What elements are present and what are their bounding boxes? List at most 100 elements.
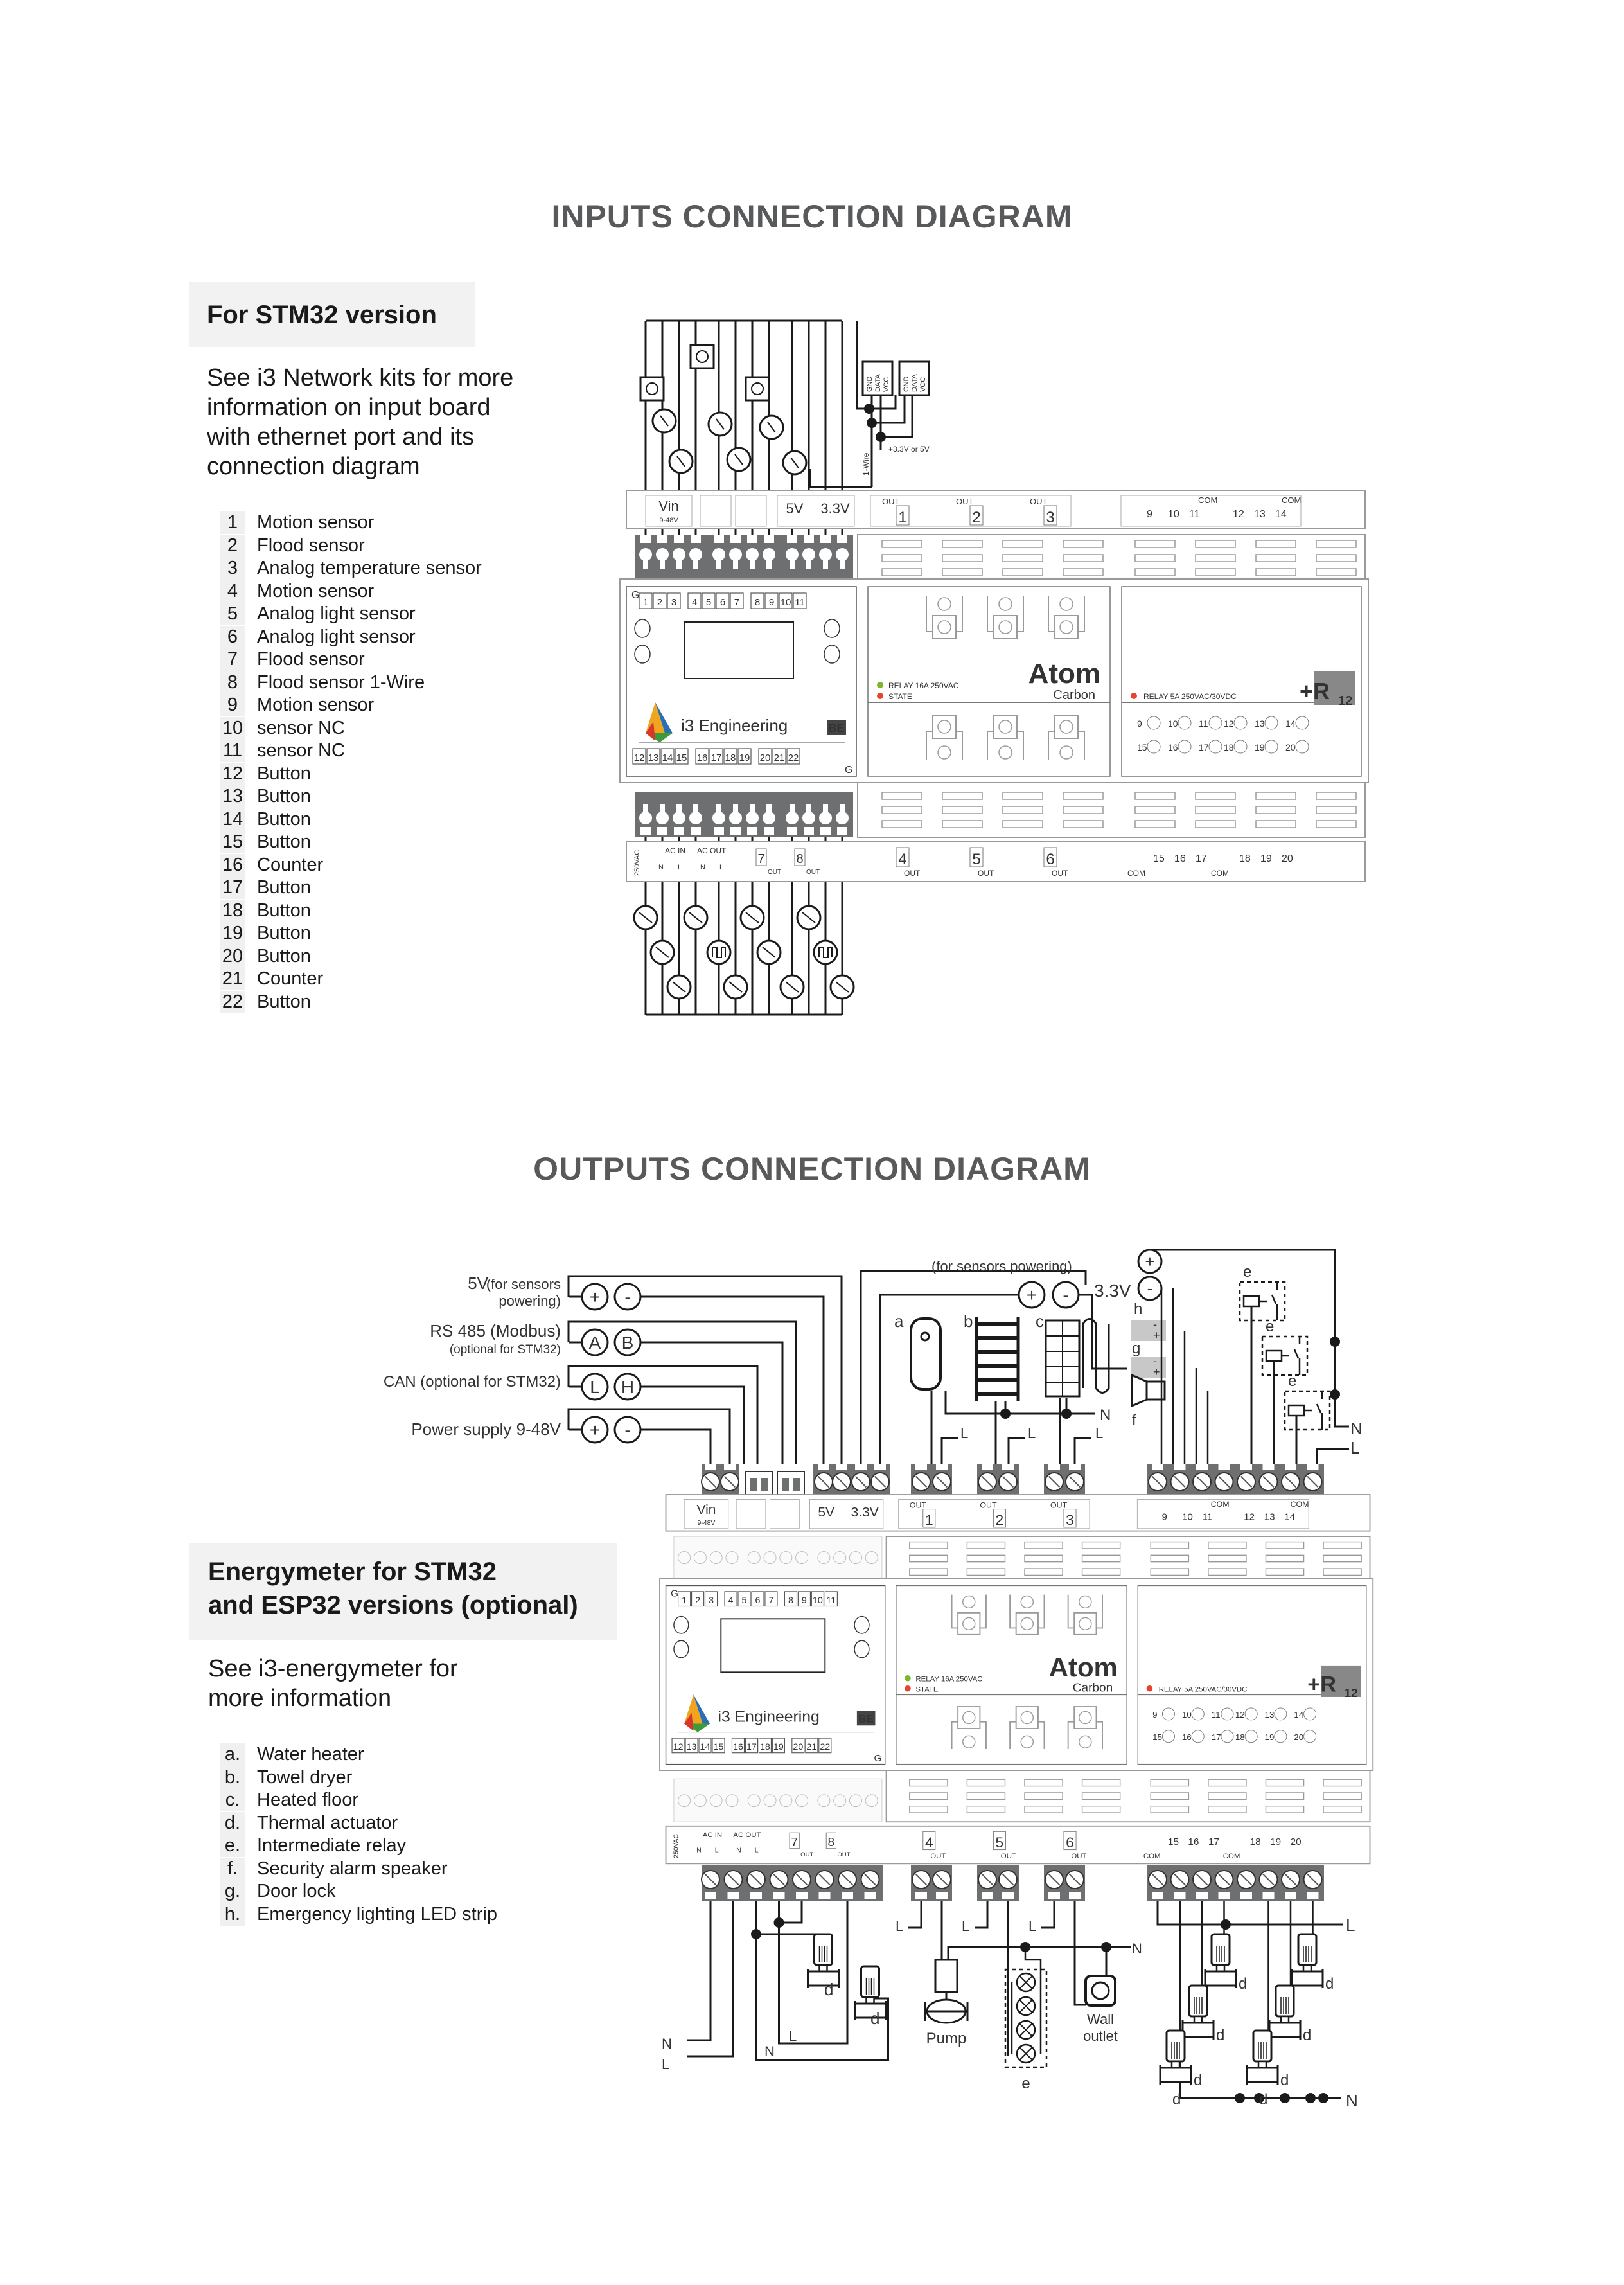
vent-slot [1063,554,1104,562]
output-number-box [969,847,984,867]
item-label: Flood sensor [257,535,365,556]
inputs-title: INPUTS CONNECTION DIAGRAM [551,199,1073,235]
l-label: L [678,864,682,871]
out-label: OUT [1050,1501,1068,1510]
badge-bg [856,1711,876,1726]
front-button[interactable] [634,619,651,638]
terminal-screw [701,1870,720,1889]
vent-slot [1265,1568,1305,1576]
relay-contact [1259,1282,1278,1320]
terminal-keyhole [763,1794,777,1808]
wire-slot [936,1464,948,1470]
5v-label: 5V [786,501,804,517]
terminal-slot [640,535,651,543]
item-label: Motion sensor [257,512,375,533]
input-number-box [712,1738,725,1754]
input-number-box [737,748,752,765]
outlet-wires [1073,1901,1108,2006]
ac-l-wire [687,1901,734,2058]
terminal-keyhole-stem [750,804,755,818]
wire-slot [982,1464,993,1470]
output-number-box [922,1509,936,1528]
terminal-screw [912,1870,931,1889]
input-number-box [758,1738,772,1754]
vent-slot [1323,1554,1362,1563]
relay-led-number: 11 [1199,718,1208,729]
relay-led [1208,740,1222,754]
vent-slot [909,1792,948,1800]
l-label: L [962,1918,969,1934]
vent-slot [909,1554,948,1563]
terminal-keyhole-stem [660,804,665,818]
letter-d: d [1325,1975,1334,1993]
front-button[interactable] [854,1615,870,1634]
heater-dial [920,1331,930,1342]
terminal-screw [1170,1472,1190,1491]
description-line: See i3-energymeter for [208,1655,458,1682]
front-button[interactable] [634,645,651,664]
relay-led-number: 10 [1168,718,1178,729]
item-label: Towel dryer [257,1766,353,1788]
input-number: 21 [806,1742,816,1752]
vent-slot [1024,1541,1063,1549]
input-number-box [695,748,709,765]
output-number: 4 [925,1834,933,1851]
wire-slot [982,1892,993,1899]
n-label: N [764,2043,775,2059]
wire-slot [750,1892,762,1899]
terminal-screw [1065,1870,1084,1889]
terminal-screw [932,1472,951,1491]
terminal-keyhole [693,1794,707,1808]
item-letter: c. [220,1789,245,1811]
relay-number: 19 [1260,853,1272,864]
wire-slot [705,1464,716,1470]
front-button[interactable] [854,1640,870,1658]
n-label: N [1350,1419,1363,1438]
input-number-box [797,1591,811,1607]
front-button[interactable] [824,645,840,664]
thermal-actuator-icon [1204,1933,1237,1988]
output-5-terminal-block [977,1865,1019,1901]
front-button[interactable] [673,1640,689,1658]
input-number-box [730,592,744,609]
switch-frame [1054,715,1079,739]
terminal-slot [804,535,814,543]
vent-slot [966,1568,1006,1576]
front-button[interactable] [673,1615,689,1634]
power-terminal-block [701,1464,739,1495]
switch-led [1020,1595,1034,1609]
switch-frame [1073,1706,1097,1729]
terminal-keyhole-stem [716,804,721,818]
relay-led [1178,740,1192,754]
vent-slot [1195,806,1236,814]
relay-led [1161,1730,1175,1743]
relay-number: 17 [1196,853,1207,864]
input-number: 15 [714,1742,724,1752]
ac-out-label: AC OUT [697,846,727,855]
sensor-pin-label: DATA [911,374,919,392]
switch-frame [993,715,1018,739]
wire-slot [1048,1892,1060,1899]
n-label: N [1100,1407,1111,1424]
terminal-keyhole [795,1551,809,1564]
output-number: 6 [1066,1834,1074,1851]
sensor-glyph [676,456,685,467]
terminal-screw [1258,1472,1278,1491]
wire-slot [724,1464,736,1470]
bus-label-box [736,1499,766,1529]
terminal-keyhole [763,1551,777,1564]
ac-out-l-wire [778,1901,849,2045]
output-number-box [1043,847,1057,867]
front-button[interactable] [824,619,840,638]
vent-slot [1323,1792,1362,1800]
letter-d: d [870,2009,879,2028]
relay-led-number: 13 [1265,1710,1275,1720]
output-6-terminal-block [1044,1865,1085,1901]
terminal-screw [815,1870,834,1889]
